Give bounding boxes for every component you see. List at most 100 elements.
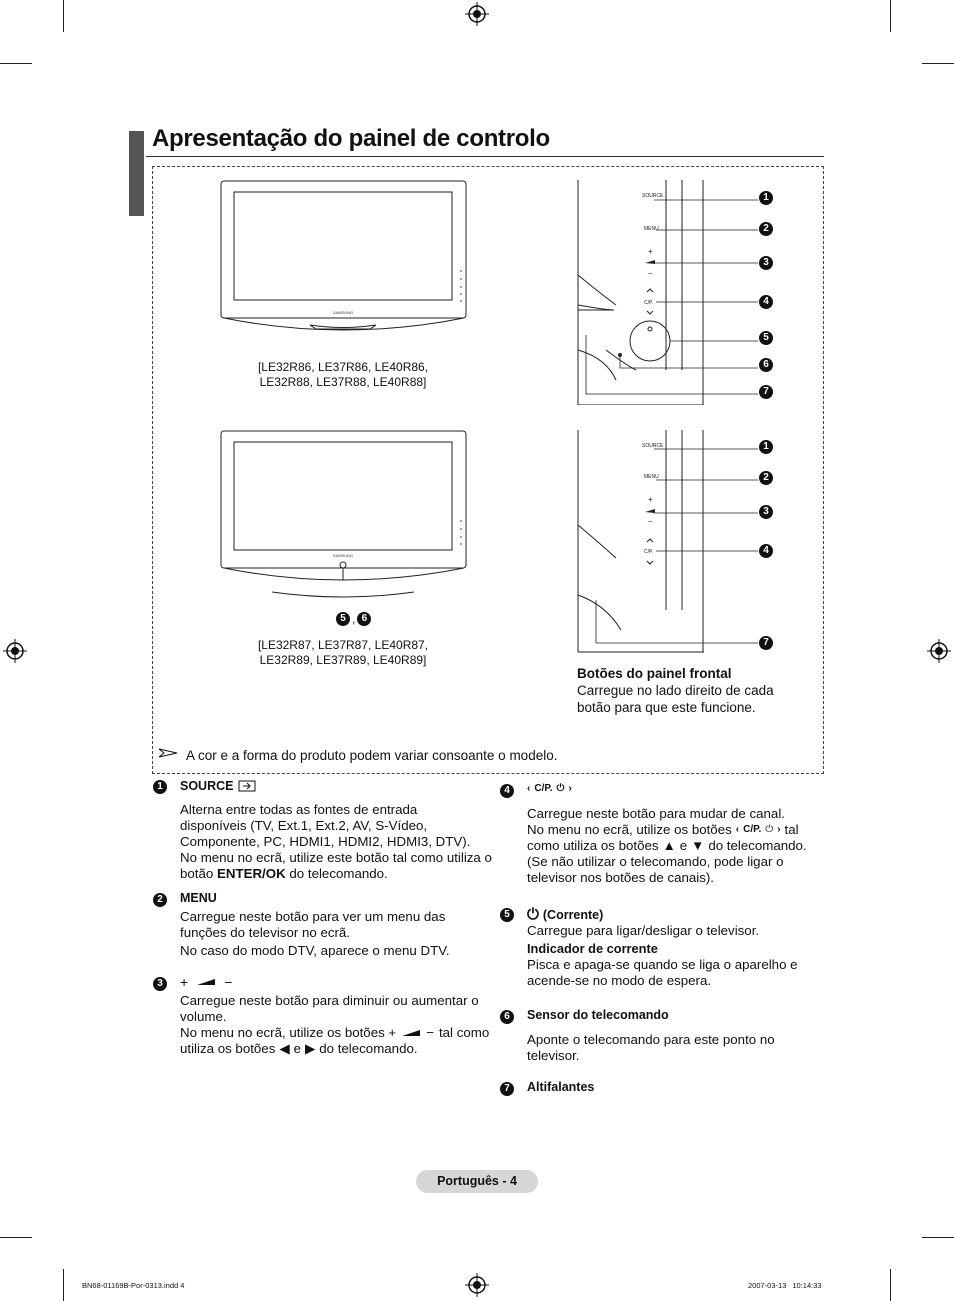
footer-timestamp: 2007-03-13 10:14:33 — [748, 1281, 822, 1290]
text-fragment: como utiliza os botões — [527, 838, 659, 853]
volume-heading: + − — [180, 974, 232, 990]
text-line: televisor nos botões de canais). — [527, 870, 715, 885]
power-description: Carregue para ligar/desligar o televisor… — [527, 923, 827, 989]
item-number-7: 7 — [500, 1082, 514, 1096]
text-line: No menu no ecrã, utilize os botões + − t… — [180, 1025, 510, 1041]
title-bar — [129, 131, 144, 216]
right-arrow-icon: ▶ — [305, 1041, 316, 1056]
item-number-5: 5 — [500, 908, 514, 922]
minus-label-small: − — [648, 269, 653, 278]
text-line: televisor. — [527, 1048, 580, 1063]
text-fragment: No menu no ecrã, utilize os botões + — [180, 1025, 397, 1040]
text-line: Carregue neste botão para diminuir ou au… — [180, 993, 479, 1008]
menu-label-small: MENU — [644, 226, 659, 232]
cp-label: C/P. — [743, 824, 762, 835]
footer-date: 2007-03-13 — [748, 1281, 787, 1290]
callout-5-6: 5 , 6 — [336, 612, 372, 626]
power-heading: ⏻ (Corrente) — [527, 906, 603, 923]
text-line: acende-se no modo de espera. — [527, 973, 712, 988]
cp-label-small: C/P. — [644, 300, 653, 306]
text-line: No menu no ecrã, utilize os botões ‹ C/P… — [527, 822, 827, 838]
callout-number-6: 6 — [357, 612, 372, 626]
title-rule — [146, 156, 824, 157]
text-fragment: tal — [784, 822, 799, 837]
source-input-icon — [238, 780, 256, 792]
channel-description: Carregue neste botão para mudar de canal… — [527, 806, 827, 886]
registration-mark-icon — [465, 1273, 489, 1297]
callout-number-3: 3 — [759, 505, 773, 519]
text-fragment: botão — [180, 866, 217, 881]
text-fragment: e — [293, 1041, 301, 1056]
text-fragment: e — [679, 838, 688, 853]
item-number-3: 3 — [153, 977, 167, 991]
crop-mark — [922, 1237, 954, 1238]
channel-right-chevron-icon: › — [568, 783, 572, 794]
plus-label-small: + — [648, 247, 653, 256]
cp-label-small: C/P. — [644, 549, 653, 555]
tv-brand-logo: SAMSUNG — [333, 310, 353, 315]
crop-mark — [63, 0, 64, 32]
page-number-badge: Português - 4 — [416, 1170, 538, 1193]
text-line: disponíveis (TV, Ext.1, Ext.2, AV, S-Víd… — [180, 818, 428, 833]
crop-mark — [890, 0, 891, 32]
power-small-icon: ⏻ — [556, 783, 565, 794]
text-line: No menu no ecrã, utilize este botão tal … — [180, 850, 492, 865]
callout-number-2: 2 — [759, 471, 773, 485]
footer-file: BN68-01169B-Por-0313.indd 4 — [82, 1281, 185, 1290]
minus-label-small: − — [648, 517, 653, 526]
item-number-6: 6 — [500, 1010, 514, 1024]
text-fragment: utiliza os botões — [180, 1041, 276, 1056]
indicator-title: Indicador de corrente — [527, 941, 658, 956]
registration-mark-icon — [465, 2, 489, 26]
front-buttons-text: Carregue no lado direito de cada — [577, 683, 774, 698]
text-fragment: do telecomando. — [319, 1041, 418, 1056]
item-number-1: 1 — [153, 780, 167, 794]
text-line: Carregue neste botão para mudar de canal… — [527, 806, 785, 821]
crop-mark — [890, 1269, 891, 1301]
enter-ok-label: ENTER/OK — [216, 866, 286, 881]
text-line: Pisca e apaga-se quando se liga o aparel… — [527, 957, 798, 972]
callout-number-5: 5 — [336, 612, 350, 626]
callout-number-4: 4 — [759, 295, 773, 309]
source-heading: SOURCE — [180, 779, 256, 793]
source-label-small: SOURCE — [642, 443, 664, 449]
cp-inline-icon: › — [777, 824, 781, 835]
models-caption-top: [LE32R86, LE37R86, LE40R86, LE32R88, LE3… — [222, 360, 464, 390]
callout-number-3: 3 — [759, 256, 773, 270]
cp-label: C/P. — [534, 783, 553, 794]
text-line: funções do televisor no ecrã. — [180, 925, 351, 940]
models-line: [LE32R86, LE37R86, LE40R86, — [257, 360, 429, 374]
models-line: LE32R89, LE37R89, LE40R89] — [259, 653, 427, 667]
text-line: como utiliza os botões ▲ e ▼ do telecoma… — [527, 838, 827, 854]
sensor-description: Aponte o telecomando para este ponto no … — [527, 1032, 827, 1064]
models-caption-bottom: [LE32R87, LE37R87, LE40R87, LE32R89, LE3… — [222, 638, 464, 668]
side-panel-illustration-2: SOURCE MENU + − C/P. — [577, 430, 758, 653]
menu-label-small: MENU — [644, 474, 659, 480]
source-title: SOURCE — [180, 779, 234, 793]
callout-number-1: 1 — [759, 191, 773, 205]
registration-mark-icon — [3, 639, 27, 663]
callout-number-4: 4 — [759, 544, 773, 558]
callout-number-2: 2 — [759, 222, 773, 236]
crop-mark — [922, 63, 954, 64]
text-fragment: No menu no ecrã, utilize os botões — [527, 822, 732, 837]
text-line: No caso do modo DTV, aparece o menu DTV. — [180, 943, 450, 958]
text-fragment: do telecomando. — [285, 866, 388, 881]
registration-mark-icon — [927, 639, 951, 663]
models-line: LE32R88, LE37R88, LE40R88] — [259, 375, 427, 389]
text-line: Carregue neste botão para ver um menu da… — [180, 909, 446, 924]
text-line: volume. — [180, 1009, 227, 1024]
callout-number-1: 1 — [759, 440, 773, 454]
note-arrow-icon — [158, 748, 178, 758]
volume-icon — [197, 979, 216, 985]
plus-symbol: + — [180, 974, 189, 990]
power-icon: ⏻ — [527, 906, 539, 923]
text-line: (Se não utilizar o telecomando, pode lig… — [527, 854, 784, 869]
illustration-panel — [152, 166, 824, 774]
side-panel-illustration: SOURCE MENU + − C/P. — [577, 180, 758, 405]
footer-time: 10:14:33 — [792, 1281, 822, 1290]
power-title: (Corrente) — [542, 907, 604, 922]
text-line: Alterna entre todas as fontes de entrada — [180, 802, 418, 817]
text-line: Componente, PC, HDMI1, HDMI2, HDMI3, DTV… — [180, 834, 471, 849]
channel-left-chevron-icon: ‹ — [527, 783, 531, 794]
